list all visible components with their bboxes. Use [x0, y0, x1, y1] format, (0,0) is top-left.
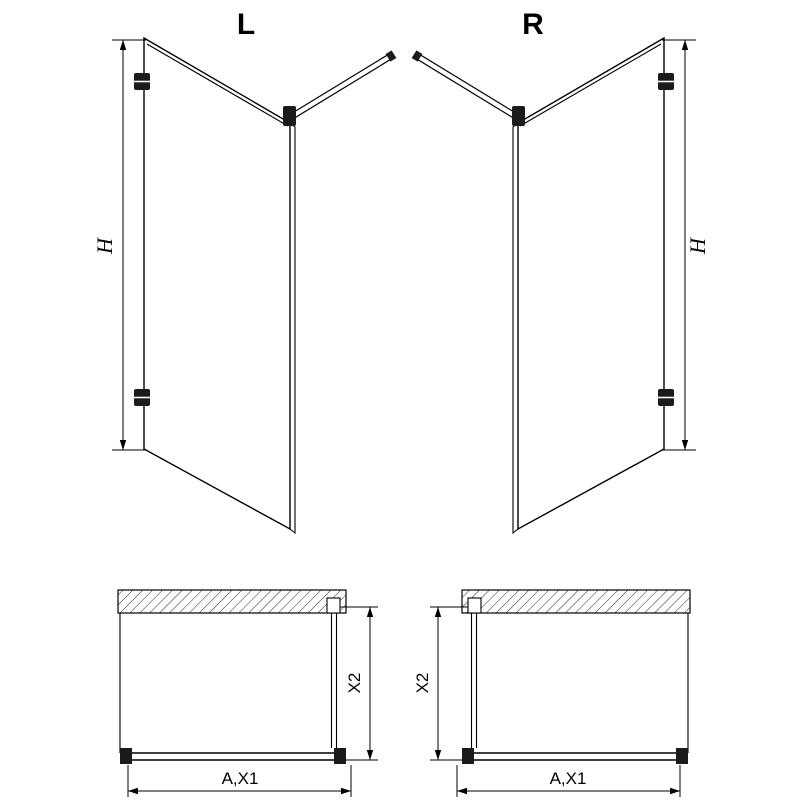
- glass-end-cap-left: [462, 748, 474, 764]
- dimension-label-height: H: [685, 237, 710, 255]
- glass-panel-face: [143, 36, 291, 531]
- arrowhead: [457, 787, 467, 795]
- dimension-label-width: A,X1: [550, 769, 587, 788]
- arrowhead: [670, 787, 680, 795]
- arm-wall-mount: [385, 50, 397, 62]
- arrowhead: [119, 40, 127, 50]
- right-elevation-view: R H: [411, 8, 710, 535]
- arm-wall-mount-plan: [326, 597, 341, 614]
- dimension-label-depth: X2: [413, 673, 432, 694]
- wall-section: [117, 589, 347, 614]
- glass-end-cap-right: [334, 748, 346, 764]
- arrowhead: [119, 440, 127, 450]
- glass-panel-plan: [120, 748, 346, 764]
- arrowhead: [434, 607, 442, 617]
- support-arm-bar: [288, 52, 394, 121]
- wall-bracket-top: [658, 73, 674, 90]
- support-arm-bar: [414, 52, 520, 121]
- dimension-height-left: H: [92, 39, 146, 451]
- variant-label-right: R: [522, 8, 544, 41]
- arm-wall-mount-plan: [467, 597, 482, 614]
- wall-bracket-bottom: [658, 389, 674, 406]
- arm-glass-clamp: [512, 106, 525, 126]
- glass-panel-top-edge: [519, 43, 662, 127]
- dimension-label-depth: X2: [345, 673, 364, 694]
- support-arm-plan: [467, 597, 482, 748]
- left-elevation-view: L H: [92, 8, 397, 535]
- glass-panel-edge: [289, 122, 296, 535]
- dimension-label-width: A,X1: [222, 769, 259, 788]
- wall-section: [461, 589, 691, 614]
- dimension-height-right: H: [662, 39, 710, 451]
- arm-glass-clamp: [283, 106, 296, 126]
- glass-panel: [512, 36, 665, 535]
- dimension-depth-right: X2: [413, 606, 468, 761]
- dimension-width-left: A,X1: [127, 765, 352, 797]
- arrowhead: [128, 787, 138, 795]
- support-arm: [411, 50, 525, 126]
- wall-bracket-bottom: [134, 389, 150, 406]
- dimension-label-height: H: [92, 237, 117, 255]
- glass-end-cap-left: [120, 748, 132, 764]
- glass-panel-edge: [512, 122, 519, 535]
- support-arm: [283, 50, 397, 126]
- glass-panel-face: [517, 36, 665, 531]
- wall-bracket-top: [134, 73, 150, 90]
- arrowhead: [434, 750, 442, 760]
- variant-label-left: L: [237, 8, 255, 41]
- glass-panel-plan: [462, 748, 688, 764]
- glass-end-cap-right: [676, 748, 688, 764]
- arrowhead: [681, 440, 689, 450]
- right-plan-view: X2 A,X1: [413, 589, 691, 797]
- arrowhead: [366, 750, 374, 760]
- glass-panel-top-edge: [146, 43, 289, 127]
- left-plan-view: X2 A,X1: [117, 589, 378, 797]
- arrowhead: [366, 607, 374, 617]
- arrowhead: [341, 787, 351, 795]
- dimension-depth-left: X2: [340, 606, 378, 761]
- arm-wall-mount: [411, 50, 423, 62]
- support-arm-plan: [326, 597, 341, 748]
- glass-panel: [143, 36, 296, 535]
- dimension-width-right: A,X1: [456, 765, 681, 797]
- arrowhead: [681, 40, 689, 50]
